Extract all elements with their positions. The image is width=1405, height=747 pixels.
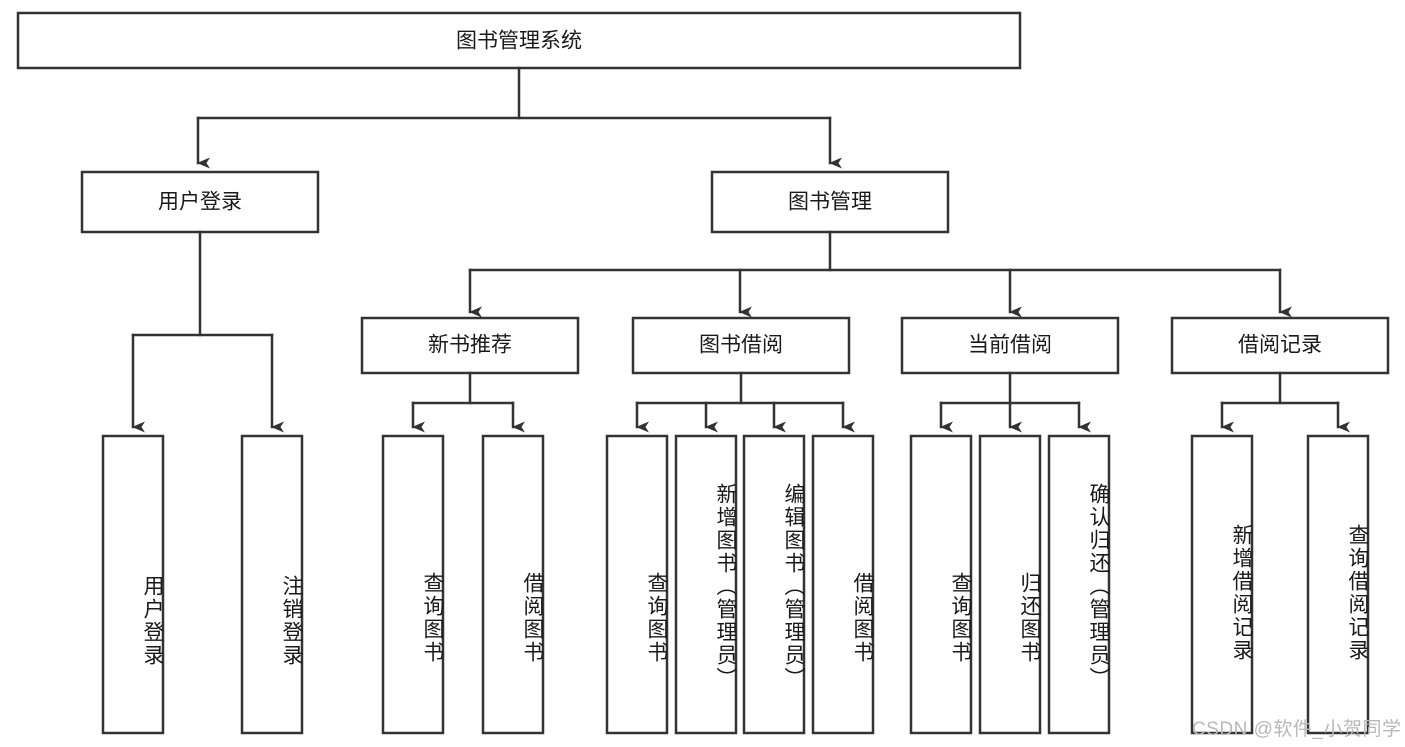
node-new-book-recommend-box[interactable]: [360, 316, 580, 375]
node-root-label: 图书管理系统: [456, 30, 582, 53]
leaf-box-borrow-record-1[interactable]: [1190, 434, 1254, 735]
leaf-box-current-borrow-2[interactable]: [978, 434, 1042, 735]
node-book-management-box[interactable]: [710, 170, 950, 234]
node-borrow-record-label: 借阅记录: [1238, 334, 1322, 357]
leaf-box-current-borrow-3[interactable]: [1047, 434, 1111, 735]
watermark-label: CSDN @软件_小贺同学: [1192, 719, 1402, 740]
leaf-box-book-borrow-3[interactable]: [742, 434, 806, 735]
leaf-box-current-borrow-1[interactable]: [909, 434, 973, 735]
node-user-login-label: 用户登录: [158, 191, 242, 214]
leaf-box-book-borrow-4[interactable]: [811, 434, 875, 735]
node-book-borrow-label: 图书借阅: [699, 334, 783, 357]
node-current-borrow-box[interactable]: [900, 316, 1120, 375]
node-book-management-label: 图书管理: [788, 191, 872, 214]
node-root-box[interactable]: [16, 11, 1022, 70]
leaf-box-borrow-record-2[interactable]: [1306, 434, 1370, 735]
node-borrow-record-box[interactable]: [1170, 316, 1390, 375]
leaf-box-book-borrow-1[interactable]: [605, 434, 669, 735]
leaf-box-book-borrow-2[interactable]: [674, 434, 738, 735]
node-new-book-recommend-label: 新书推荐: [428, 334, 512, 357]
leaf-box-user-login-1[interactable]: [101, 434, 165, 735]
node-current-borrow-label: 当前借阅: [968, 334, 1052, 357]
leaf-box-new-book-2[interactable]: [481, 434, 545, 735]
leaf-box-user-login-2[interactable]: [240, 434, 304, 735]
leaf-box-new-book-1[interactable]: [381, 434, 445, 735]
node-book-borrow-box[interactable]: [631, 316, 851, 375]
